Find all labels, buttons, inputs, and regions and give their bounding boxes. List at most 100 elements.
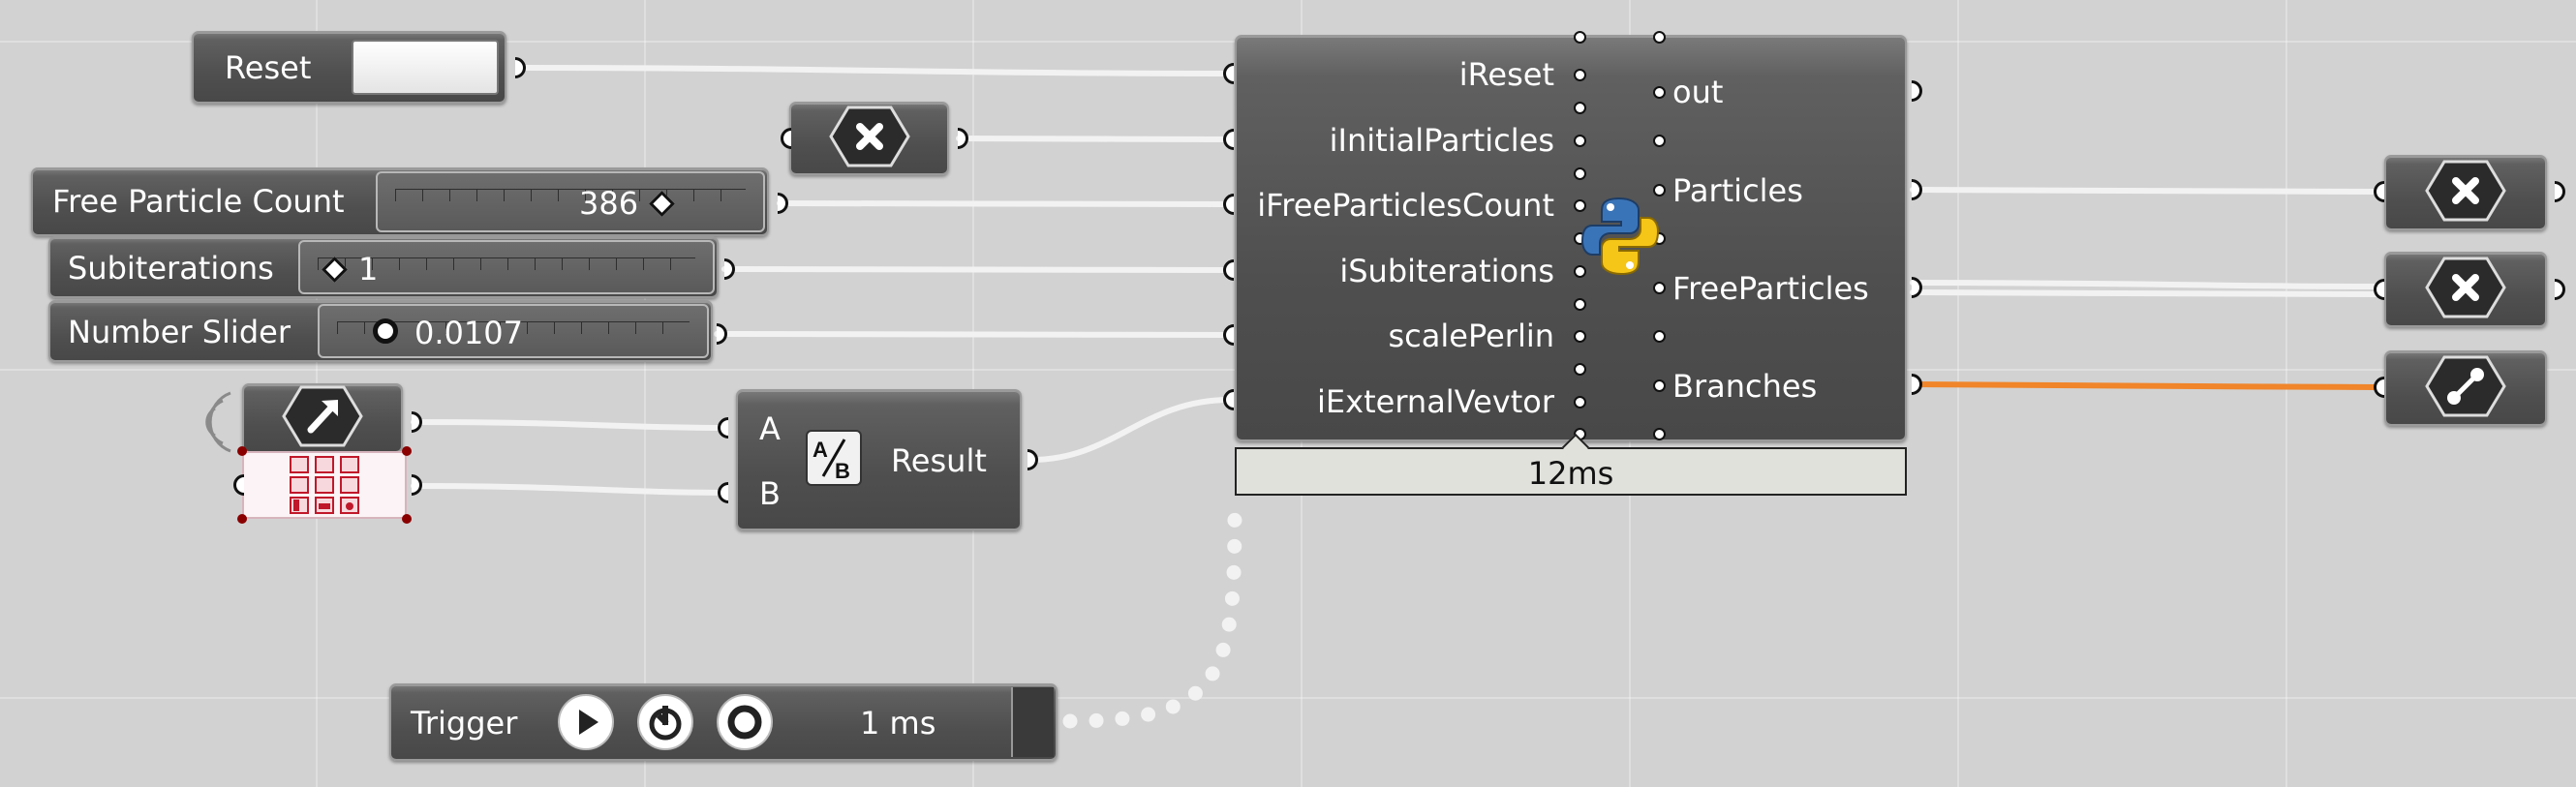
branches-output-input-grip[interactable] (2374, 377, 2384, 398)
python-input-grip-isubiterations[interactable] (1223, 259, 1234, 281)
wire-panel-to-iinitialparticles (956, 136, 1233, 142)
selection-corner-tl (237, 446, 247, 456)
python-input-grip-scaleperlin[interactable] (1223, 324, 1234, 346)
param-dot (1574, 199, 1586, 212)
param-dot (1574, 363, 1586, 376)
curve-segment-icon (2425, 355, 2506, 421)
reset-output-grip[interactable] (515, 57, 526, 78)
button-grid-input-grip[interactable] (233, 474, 244, 496)
python-input-ireset: iReset (1458, 56, 1554, 93)
free-particle-count-track[interactable]: 386 (376, 171, 765, 232)
python-input-iexternalvevtor: iExternalVevtor (1317, 383, 1554, 420)
reset-button-component[interactable]: Reset (192, 31, 506, 104)
python-output-branches: Branches (1672, 368, 1818, 405)
wire-result-to-iexternalvevtor (1028, 397, 1233, 463)
branches-output-component[interactable] (2384, 350, 2547, 426)
param-dot (1574, 330, 1586, 343)
subiterations-output-grip[interactable] (724, 258, 735, 280)
python-input-isubiterations: iSubiterations (1339, 253, 1554, 289)
python-output-grip-out[interactable] (1912, 80, 1922, 102)
wire-count-to-ifreeparticles (777, 200, 1233, 207)
python-input-scaleperlin: scalePerlin (1388, 318, 1554, 354)
python-input-grip-ireset[interactable] (1223, 63, 1234, 84)
subiterations-ticks (318, 257, 695, 270)
python-logo-icon (1579, 195, 1662, 282)
wire-freeparticles-out-1 (1910, 280, 2380, 289)
panel-input-grip[interactable] (781, 128, 791, 149)
param-dot (1574, 102, 1586, 114)
python-input-grip-iinitialparticles[interactable] (1223, 129, 1234, 150)
python-runtime-value: 12ms (1527, 455, 1614, 492)
selection-corner-bl (237, 514, 247, 524)
number-slider-output-grip[interactable] (717, 323, 727, 345)
subiterations-track[interactable]: 1 (298, 240, 715, 294)
param-dot (1653, 282, 1666, 294)
trigger-play-button[interactable] (558, 694, 614, 750)
python-output-grip-particles[interactable] (1912, 179, 1922, 200)
division-output-grip[interactable] (1027, 449, 1038, 470)
python-output-grip-freeparticles[interactable] (1912, 277, 1922, 298)
reset-label: Reset (225, 49, 312, 86)
param-dot (1574, 69, 1586, 81)
free-particles-output-output-grip[interactable] (2555, 279, 2565, 300)
number-slider[interactable]: Number Slider 0.0107 (48, 300, 713, 362)
python-input-iinitialparticles: iInitialParticles (1329, 122, 1554, 159)
particles-output-input-grip[interactable] (2374, 181, 2384, 202)
svg-text:B: B (835, 459, 850, 483)
division-input-a-grip[interactable] (718, 417, 728, 439)
wire-trigger-to-python (1062, 496, 1242, 729)
subiterations-slider[interactable]: Subiterations 1 (48, 236, 719, 298)
division-input-b: B (759, 475, 781, 512)
free-particle-count-output-grip[interactable] (778, 193, 788, 214)
param-dot (1574, 135, 1586, 147)
wire-freeparticles-out-2 (1910, 289, 2380, 297)
trigger-stop-button[interactable] (717, 694, 773, 750)
param-dot (1574, 396, 1586, 409)
python-input-grip-ifreeparticlescount[interactable] (1223, 194, 1234, 215)
trigger-end-tab (1011, 687, 1054, 757)
param-dot (1653, 330, 1666, 343)
param-dot (1574, 31, 1586, 44)
division-input-b-grip[interactable] (718, 482, 728, 503)
vector-output-grip[interactable] (412, 411, 422, 433)
wireless-signal-icon (205, 391, 231, 453)
param-dot (1653, 31, 1666, 44)
python-output-particles: Particles (1672, 172, 1803, 209)
button-grid-output-grip[interactable] (412, 474, 422, 496)
vector-component[interactable] (242, 383, 403, 453)
param-dot (1574, 167, 1586, 180)
trigger-step-button[interactable] (637, 694, 693, 750)
param-dot (1653, 86, 1666, 99)
number-slider-track[interactable]: 0.0107 (318, 304, 709, 358)
trigger-label: Trigger (411, 705, 518, 742)
trigger-component[interactable]: Trigger 1 ms (389, 683, 1058, 761)
particles-output-component[interactable] (2384, 155, 2547, 230)
panel-component[interactable] (789, 102, 949, 175)
division-output-label: Result (891, 442, 987, 479)
free-particle-count-value: 386 (579, 185, 639, 222)
python-input-grip-iexternalvevtor[interactable] (1223, 389, 1234, 410)
delete-x-icon (2425, 257, 2506, 322)
python-output-grip-branches[interactable] (1912, 374, 1922, 395)
reset-button-face[interactable] (352, 40, 499, 95)
wire-subiterations-to-isubiterations (721, 266, 1233, 273)
delete-x-icon (2425, 160, 2506, 226)
free-particles-output-component[interactable] (2384, 252, 2547, 327)
param-dot (1653, 428, 1666, 440)
free-particles-output-input-grip[interactable] (2374, 279, 2384, 300)
free-particle-count-slider[interactable]: Free Particle Count 386 (31, 167, 769, 236)
panel-output-grip[interactable] (958, 128, 968, 149)
python-script-component[interactable]: iReset iInitialParticles iFreeParticlesC… (1235, 31, 1907, 441)
particles-output-output-grip[interactable] (2555, 181, 2565, 202)
button-grid-icon (290, 456, 359, 514)
svg-text:A: A (813, 438, 828, 462)
wire-slider-to-scaleperlin (714, 331, 1233, 338)
button-grid-component[interactable] (237, 446, 412, 524)
python-runtime-bar: 12ms (1235, 433, 1907, 496)
number-slider-knob[interactable] (373, 318, 398, 344)
python-output-out: out (1672, 74, 1724, 110)
step-icon (649, 706, 682, 741)
delete-x-icon (828, 106, 910, 171)
